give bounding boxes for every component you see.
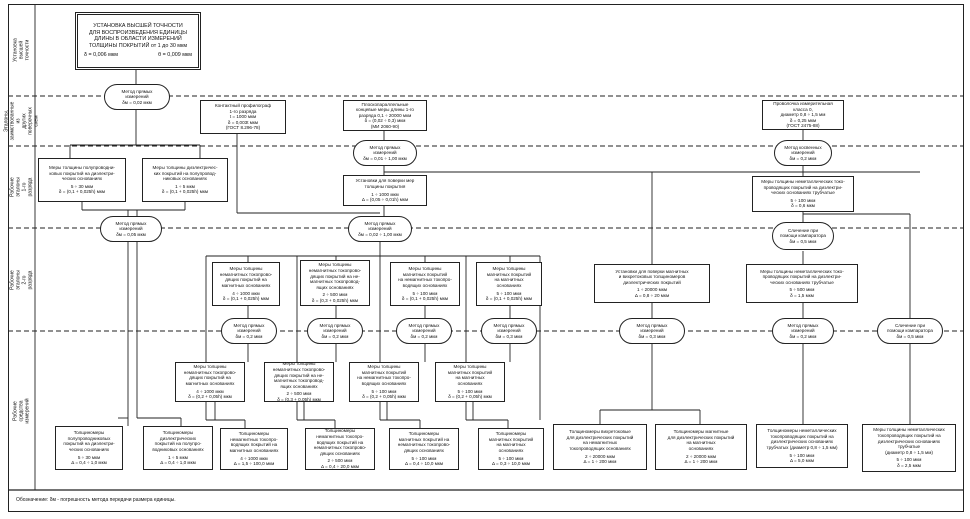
rank1-measure-verification-installation: Установки для поверки мер толщины покрыт… — [343, 175, 427, 206]
method-direct-measurement: Метод прямых измерений δм = 0,3 мкм — [619, 318, 685, 344]
level-label-working-instruments: Рабочие средства измерений — [12, 397, 31, 424]
instrument-tubular-coating-gauge: Толщиномеры неметаллических токопроводящ… — [756, 424, 848, 468]
rank2-magnetic-on-nonmagnetic-measures: Меры толщины магнитных покрытий на немаг… — [390, 262, 460, 306]
level-label-borrowed-standards: Эталоны, заимствованные из других поверо… — [3, 101, 40, 141]
instrument-eddy-current-gauge: Толщиномеры вихретоковые для диэлектриче… — [553, 424, 647, 470]
rank1-tubular-coating-measures: Меры толщины неметаллических токо- прово… — [752, 176, 854, 212]
rank2-nonmagnetic-on-nonmagnetic-measures: Меры толщины немагнитных токопрово- дящи… — [300, 260, 370, 306]
method-direct-measurement: Метод прямых измерений δм = 0,05 мкм — [100, 216, 162, 242]
working-nonmagnetic-on-nonmagnetic-measures: Меры толщины немагнитных токопрово- дящи… — [264, 361, 334, 402]
instrument-tubular-coating-measures: Меры толщины неметаллических токопроводя… — [862, 424, 956, 472]
instrument-magnetic-gauge: Толщиномеры магнитные для диэлектрически… — [655, 424, 747, 470]
level-label-rank1: Рабочие эталоны 1-го разряда — [9, 177, 34, 197]
installation-title: УСТАНОВКА ВЫСШЕЙ ТОЧНОСТИ ДЛЯ ВОСПРОИЗВЕ… — [88, 23, 188, 49]
working-nonmagnetic-on-magnetic-measures: Меры толщины немагнитных токопрово- дящи… — [175, 362, 245, 402]
method-direct-measurement: Метод прямых измерений δм = 0,2 мкм — [307, 318, 363, 344]
instrument-semiconductor-thickness-gauge: Толщиномеры полупроводниковых покрытий н… — [55, 426, 123, 470]
method-direct-measurement: Метод прямых измерений δм = 0,02 мкм — [104, 84, 170, 110]
working-magnetic-on-nonmagnetic-measures: Меры толщины магнитных покрытий на немаг… — [349, 362, 419, 402]
instrument-dielectric-thickness-gauge: Толщиномеры диэлектрических покрытий на … — [143, 426, 213, 470]
method-indirect-measurement: Метод косвенных измерений δм = 0,2 мкм — [774, 140, 832, 166]
rank2-tubular-coating-measures: Меры толщины неметаллических токо- прово… — [746, 264, 858, 303]
gauge-blocks-box: Плоскопараллельные концевые меры длины 1… — [343, 100, 427, 131]
method-comparator-comparison: Сличение при помощи компаратора δм = 0,5… — [877, 318, 943, 344]
level-label-highest-precision: Установка высшей точности — [12, 38, 31, 62]
instrument-magnetic-on-nonmagnetic-gauge: Толщиномеры магнитных покрытий на немагн… — [389, 428, 459, 470]
rank2-nonmagnetic-on-magnetic-measures: Меры толщины немагнитных токопрово- дящи… — [212, 262, 280, 306]
rank1-semiconductor-coating-measures: Меры толщины полупроводни- ковых покрыти… — [38, 158, 126, 202]
diagram-frame — [8, 4, 964, 512]
rank2-gauge-verification-installation: Установки для поверки магнитных и вихрет… — [594, 264, 710, 303]
method-direct-measurement: Метод прямых измерений δм = 0,3 мкм — [481, 318, 537, 344]
working-magnetic-on-magnetic-measures: Меры толщины магнитных покрытий на магни… — [435, 362, 505, 402]
method-direct-measurement: Метод прямых измерений δм = 0,02 ÷ 1,00 … — [348, 216, 412, 242]
instrument-magnetic-on-magnetic-gauge: Толщиномеры магнитных покрытий на магнит… — [478, 428, 544, 470]
contact-profilograph-box: Контактный профилограф 1-го разряда t = … — [200, 100, 286, 134]
method-direct-measurement: Метод прямых измерений δм = 0,2 мкм — [396, 318, 452, 344]
instrument-nonmagnetic-on-magnetic-gauge: Толщиномеры немагнитных токопро- водящих… — [220, 428, 288, 470]
measuring-wire-box: Проволочка измерительная класса 0, диаме… — [762, 100, 844, 130]
rank1-dielectric-coating-measures: Меры толщины диэлектричес- ких покрытий … — [142, 158, 228, 202]
method-direct-measurement: Метод прямых измерений δм = 0,2 мкм — [772, 318, 834, 344]
level-label-rank2: Рабочие эталоны 2-го разряда — [9, 269, 34, 290]
installation-delta: δ = 0,006 мкм — [84, 52, 118, 59]
installation-theta: θ = 0,009 мкм — [158, 52, 192, 59]
rank2-magnetic-on-magnetic-measures: Меры толщины магнитных покрытий на магни… — [476, 262, 542, 306]
highest-precision-installation: УСТАНОВКА ВЫСШЕЙ ТОЧНОСТИ ДЛЯ ВОСПРОИЗВЕ… — [75, 12, 201, 70]
method-comparator-comparison: Сличение при помощи компаратора δм = 0,5… — [772, 222, 834, 250]
instrument-nonmagnetic-on-nonmagnetic-gauge: Толщиномеры немагнитных токопро- водящих… — [305, 428, 375, 470]
method-direct-measurement: Метод прямых измерений δм = 0,01 ÷ 1,00 … — [353, 140, 417, 166]
method-direct-measurement: Метод прямых измерений δм = 0,2 мкм — [221, 318, 277, 344]
legend-note: Обозначение: δм - погрешность метода пер… — [16, 497, 176, 503]
